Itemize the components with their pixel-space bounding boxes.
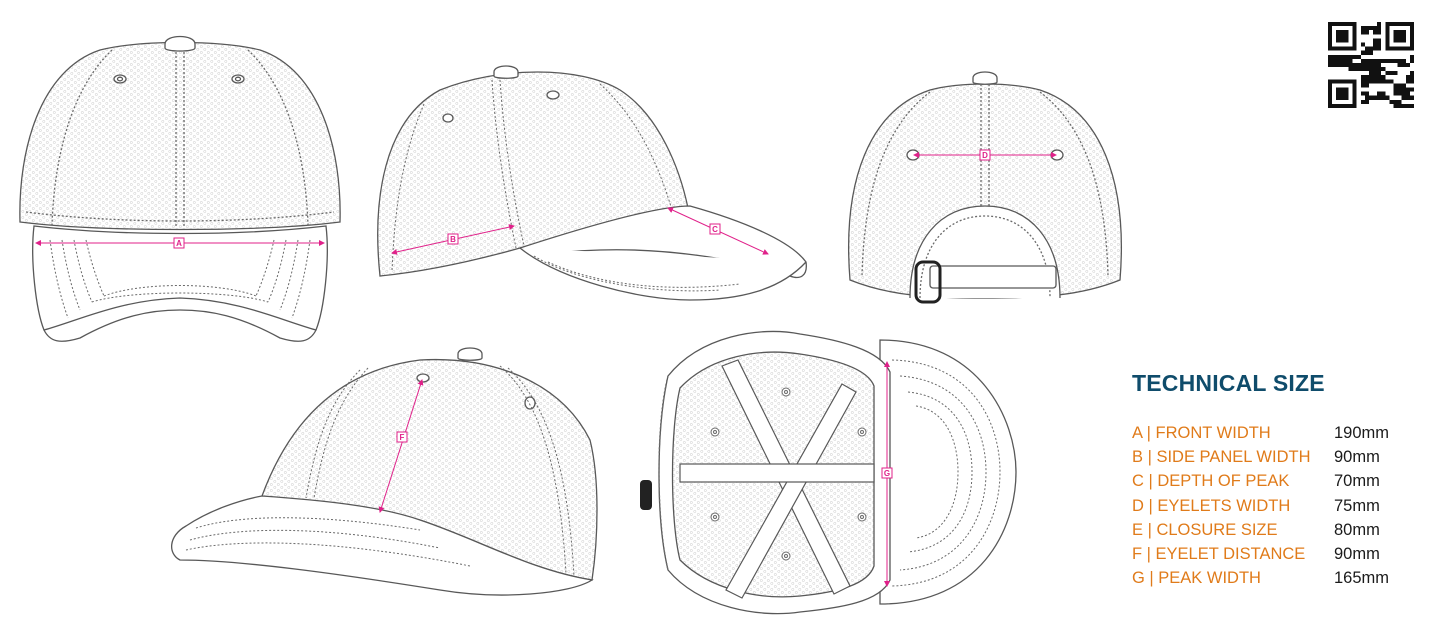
closure-opening xyxy=(919,215,1051,299)
spec-value: 75mm xyxy=(1334,496,1380,515)
spec-row: D | EYELETS WIDTH 75mm xyxy=(1132,494,1389,518)
peak-underside xyxy=(43,309,317,342)
closure-buckle xyxy=(914,260,942,304)
side-view: B C xyxy=(377,65,807,301)
measure-marker-d xyxy=(979,149,991,161)
closure-strap xyxy=(929,265,1057,289)
measure-marker-a xyxy=(173,237,185,249)
eyelet-icon xyxy=(113,74,127,84)
measure-letter-b: B xyxy=(450,235,456,244)
spec-row: E | CLOSURE SIZE 80mm xyxy=(1132,518,1389,542)
spec-value: 190mm xyxy=(1334,423,1390,442)
spec-label: C | DEPTH OF PEAK xyxy=(1132,472,1290,491)
spec-row: C | DEPTH OF PEAK 70mm xyxy=(1132,470,1389,494)
measure-marker-c xyxy=(709,223,721,235)
button-top xyxy=(493,65,519,79)
crown-seam xyxy=(247,49,309,227)
eyelet-icon xyxy=(524,396,536,410)
measure-marker-g xyxy=(881,467,893,479)
button-top xyxy=(972,71,998,85)
measure-letter-g: G xyxy=(884,469,890,478)
measure-letter-c: C xyxy=(712,225,718,234)
spec-row: A | FRONT WIDTH 190mm xyxy=(1132,421,1389,445)
angled-view: F xyxy=(171,347,598,596)
spec-row: F | EYELET DISTANCE 90mm xyxy=(1132,542,1389,566)
eyelet-icon xyxy=(710,387,867,561)
spec-label: G | PEAK WIDTH xyxy=(1132,569,1261,588)
measure-marker-b xyxy=(447,233,459,245)
measure-line-f xyxy=(378,379,424,513)
underside-view: G xyxy=(640,330,1017,615)
spec-label: D | EYELETS WIDTH xyxy=(1132,496,1291,515)
spec-row: G | PEAK WIDTH 165mm xyxy=(1132,567,1389,591)
eyelet-icon xyxy=(442,113,454,123)
button-top xyxy=(164,35,196,52)
peak-underside xyxy=(519,247,807,301)
eyelet-icon xyxy=(231,74,245,84)
measure-letter-a: A xyxy=(176,239,182,248)
eyelet-icon xyxy=(416,373,430,383)
measure-marker-f xyxy=(396,431,408,443)
spec-title: TECHNICAL SIZE xyxy=(1132,370,1325,396)
crown-seam xyxy=(980,84,990,206)
size-tag xyxy=(640,480,652,510)
spec-label: A | FRONT WIDTH xyxy=(1132,423,1271,442)
technical-size-panel: TECHNICAL SIZE A | FRONT WIDTH 190mm B | S… xyxy=(1132,370,1432,591)
spec-value: 70mm xyxy=(1334,472,1380,491)
spec-value: 165mm xyxy=(1334,569,1390,588)
qr-code-icon[interactable] xyxy=(1328,22,1414,108)
spec-value: 80mm xyxy=(1334,520,1380,539)
spec-value: 90mm xyxy=(1334,447,1380,466)
peak-shape xyxy=(32,225,328,331)
inner-tape xyxy=(679,359,875,599)
front-view: A xyxy=(19,35,341,342)
eyelet-icon xyxy=(234,76,242,82)
spec-row: B | SIDE PANEL WIDTH 90mm xyxy=(1132,445,1389,469)
measure-letter-f: F xyxy=(400,433,405,442)
spec-table: A | FRONT WIDTH 190mm B | SIDE PANEL WIDTH… xyxy=(1132,421,1389,591)
spec-value: 90mm xyxy=(1334,545,1380,564)
crown-shape xyxy=(19,41,341,231)
button-top xyxy=(457,347,483,361)
eyelet-icon xyxy=(116,76,124,82)
peak-shape xyxy=(171,495,594,596)
crown-seam xyxy=(51,49,113,227)
back-view: D xyxy=(848,71,1122,304)
spec-label: B | SIDE PANEL WIDTH xyxy=(1132,447,1311,466)
spec-label: E | CLOSURE SIZE xyxy=(1132,520,1278,539)
measure-letter-d: D xyxy=(982,151,988,160)
crown-seam xyxy=(175,48,185,228)
eyelet-icon xyxy=(546,90,560,100)
spec-label: F | EYELET DISTANCE xyxy=(1132,545,1306,564)
peak-shape xyxy=(879,339,1017,605)
